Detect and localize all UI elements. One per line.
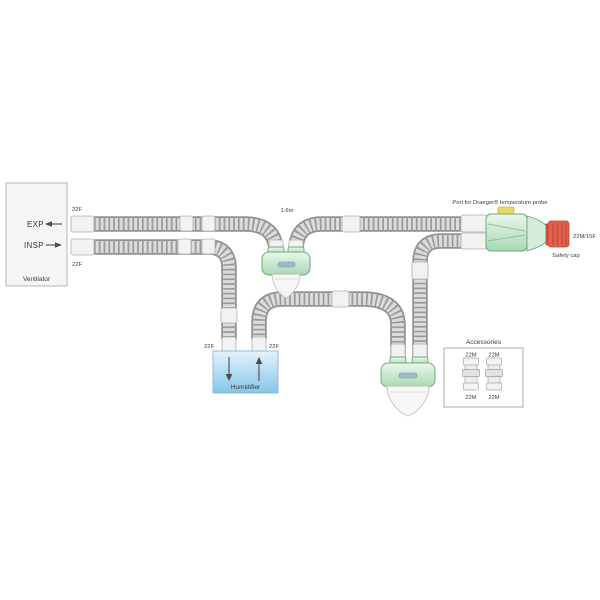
humidifier-outlet-connector <box>251 336 267 353</box>
insp-flow-arrow-icon <box>46 242 62 248</box>
exp-flow-arrow-icon <box>45 221 62 227</box>
humidifier-in-arrow-icon <box>225 357 233 381</box>
adapter-2-top-size: 22M <box>488 353 499 359</box>
exp-port-connector <box>70 215 95 233</box>
temp-probe-port-label: Port for Draeger® temperature probe <box>452 199 547 206</box>
insp-label: INSP <box>24 241 44 250</box>
accessories-title: Accessories <box>466 339 502 346</box>
humidifier: Humidifier <box>212 350 279 394</box>
hose-connector-sleeves <box>70 214 488 359</box>
patient-connector-size-label: 22M/15F <box>573 234 596 240</box>
wye-lower-connector <box>460 232 488 250</box>
safety-cap <box>545 220 570 248</box>
adapter-1 <box>462 357 480 391</box>
adapter-1-bottom-size: 22M <box>465 395 476 401</box>
adapter-2-bottom-size: 22M <box>488 395 499 401</box>
humidifier-inlet-size-label: 22F <box>204 344 214 350</box>
humidifier-out-arrow-icon <box>255 357 263 381</box>
safety-cap-label: Safety cap <box>552 253 579 259</box>
humidifier-inlet-connector <box>221 336 237 353</box>
hose-insp-to-humidifier <box>94 239 237 340</box>
accessories-box: Accessories 22M 22M 22M 22M <box>443 339 524 408</box>
humidifier-title: Humidifier <box>231 384 261 391</box>
wye-upper-connector <box>460 214 488 233</box>
ventilator-box: EXP INSP Ventilator <box>5 182 68 287</box>
patient-wye-assembly <box>485 206 570 252</box>
exp-label: EXP <box>27 220 44 229</box>
exp-water-trap <box>261 246 311 299</box>
hose-length-label: 1.6m <box>281 208 294 214</box>
exp-port-size-label: 22F <box>72 207 82 213</box>
insp-port-connector <box>70 238 95 256</box>
insp-port-size-label: 22F <box>72 262 82 268</box>
adapter-1-top-size: 22M <box>465 353 476 359</box>
insp-trap-vessel <box>386 385 430 417</box>
ventilator-title: Ventilator <box>23 276 51 283</box>
hose-humidifier-to-trap <box>251 291 406 366</box>
wye-body <box>485 213 528 252</box>
adapter-2 <box>485 357 503 391</box>
insp-water-trap <box>380 356 436 417</box>
humidifier-chamber <box>212 350 279 394</box>
accessories-outline <box>443 347 524 408</box>
humidifier-outlet-size-label: 22F <box>269 344 279 350</box>
exp-trap-vessel <box>271 273 301 299</box>
ventilator-outline <box>5 182 68 287</box>
